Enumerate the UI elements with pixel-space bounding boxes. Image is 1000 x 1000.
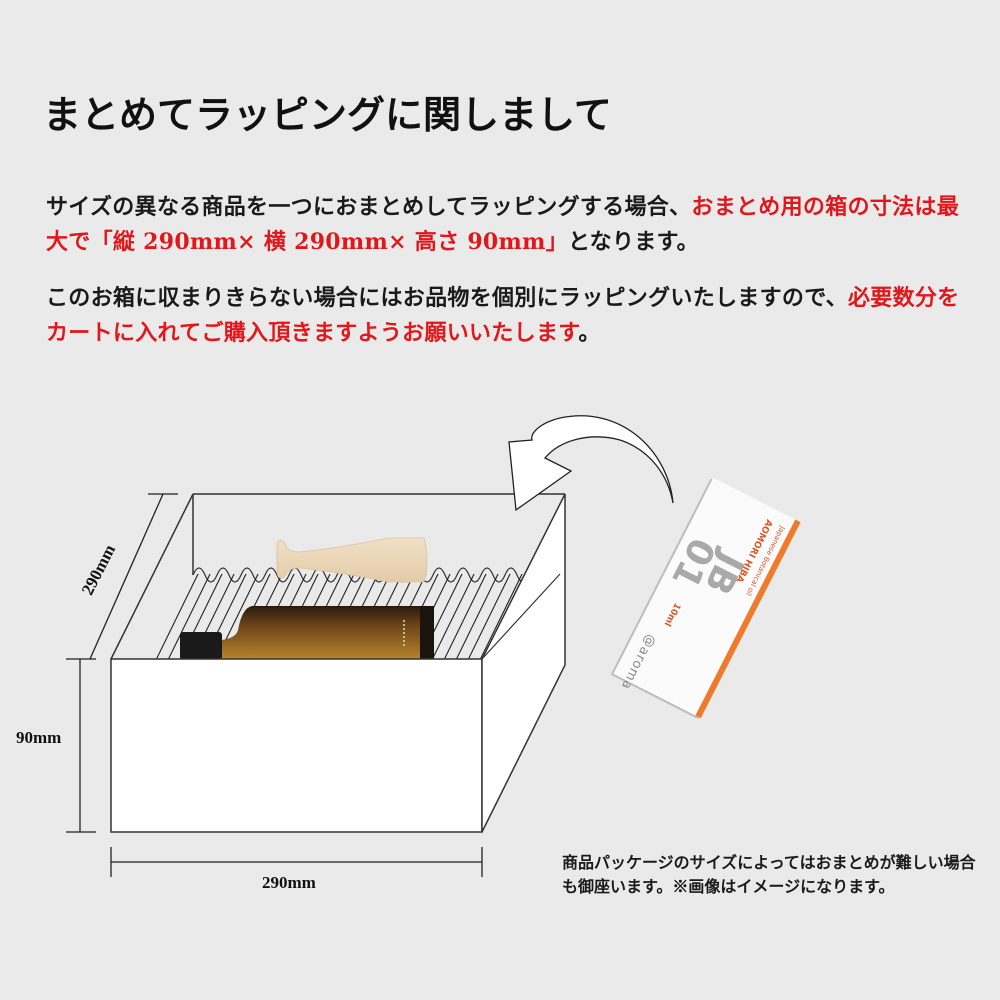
curved-arrow-icon (508, 415, 674, 512)
individual-text: このお箱に収まりきらない場合にはお品物を個別にラッピングいたしますので、 (46, 285, 848, 311)
intro-end-text: となります。 (568, 229, 699, 255)
page-title: まとめてラッピングに関しまして (43, 93, 612, 137)
width-dimension-line (110, 847, 483, 877)
wooden-diffuser-vase-icon (276, 537, 428, 583)
box-back-wall (192, 493, 565, 575)
product-volume: 10ml (661, 600, 682, 628)
box-front-face (110, 658, 483, 833)
box-depth-edge (110, 493, 194, 660)
period: 。 (578, 320, 601, 346)
depth-dimension-line (89, 493, 178, 660)
product-code: JB 01 (663, 531, 752, 601)
box-size-highlight: おまとめ用の箱の寸法は最大で「縦 290mm× 横 290mm× 高さ 90mm… (46, 194, 959, 255)
height-dimension-line (66, 658, 96, 833)
box-side-face (481, 493, 566, 833)
individual-wrapping-paragraph: このお箱に収まりきらない場合にはお品物を個別にラッピングいたしますので、必要数分… (46, 281, 966, 351)
box-size-paragraph: サイズの異なる商品を一つにおまとめしてラッピングする場合、おまとめ用の箱の寸法は… (46, 190, 966, 260)
width-dimension-label: 290mm (262, 873, 316, 892)
height-dimension-label: 90mm (16, 728, 62, 747)
purchase-instruction-highlight: 必要数分をカートに入れてご購入頂きますようお願いいたします (46, 285, 960, 346)
intro-text: サイズの異なる商品を一つにおまとめしてラッピングする場合、 (46, 194, 692, 220)
amber-oil-bottle-icon (180, 606, 434, 660)
disclaimer-note: 商品パッケージのサイズによってはおまとめが難しい場合も御座います。※画像はイメー… (562, 853, 976, 896)
